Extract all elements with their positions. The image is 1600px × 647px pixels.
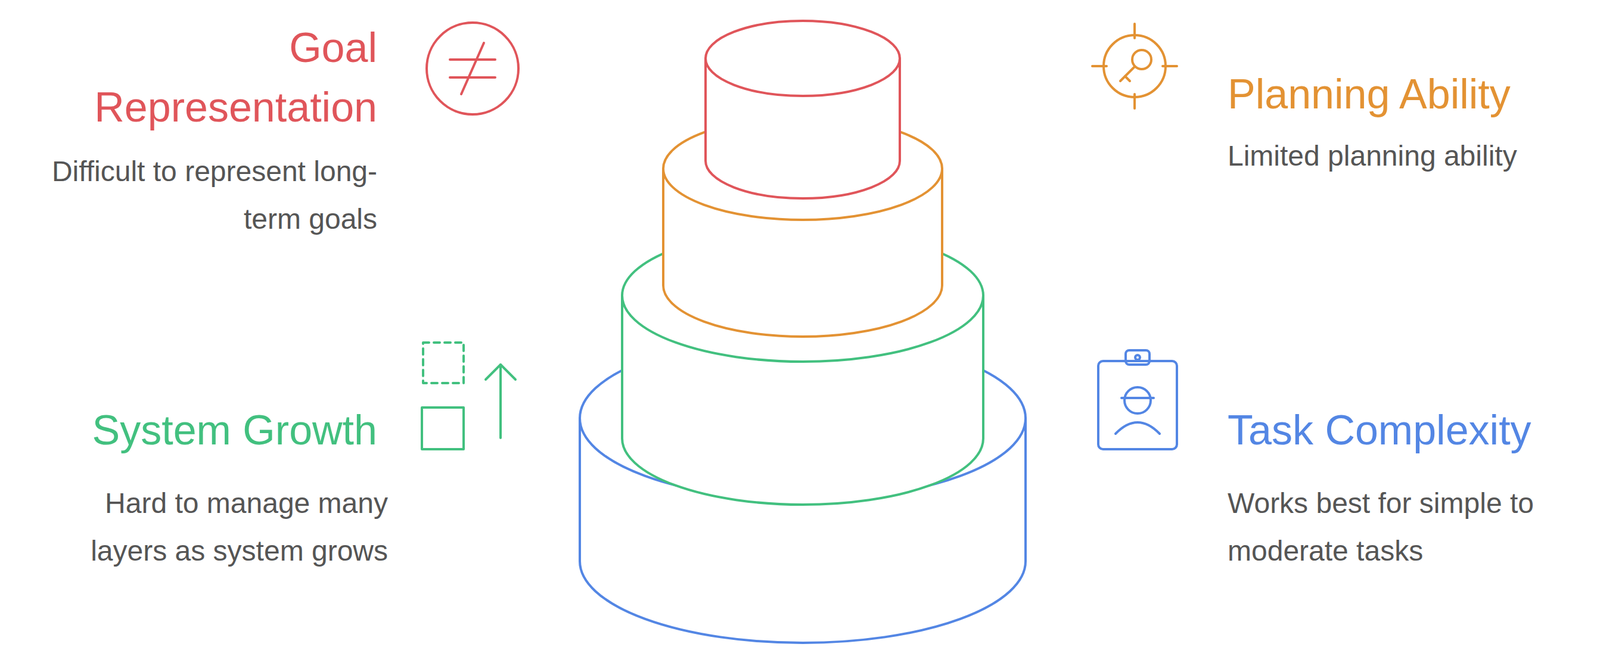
callout-description: Limited planning ability	[1227, 132, 1598, 180]
callout-heading: Task Complexity	[1227, 400, 1598, 461]
callout-heading: Goal Representation	[43, 17, 378, 138]
not-equal-icon	[426, 22, 519, 115]
callout-heading: Planning Ability	[1227, 64, 1598, 124]
tier-top	[705, 20, 900, 96]
growth-icon	[421, 342, 516, 450]
callout-description: Hard to manage many layers as system gro…	[30, 479, 388, 576]
target-key-icon	[1092, 23, 1177, 109]
clipboard-worker-icon	[1098, 350, 1177, 450]
callout-description: Works best for simple to moderate tasks	[1227, 479, 1562, 576]
callout-description: Difficult to represent long-term goals	[43, 147, 378, 244]
red-tier	[705, 20, 900, 199]
callout-heading: System Growth	[19, 400, 378, 461]
